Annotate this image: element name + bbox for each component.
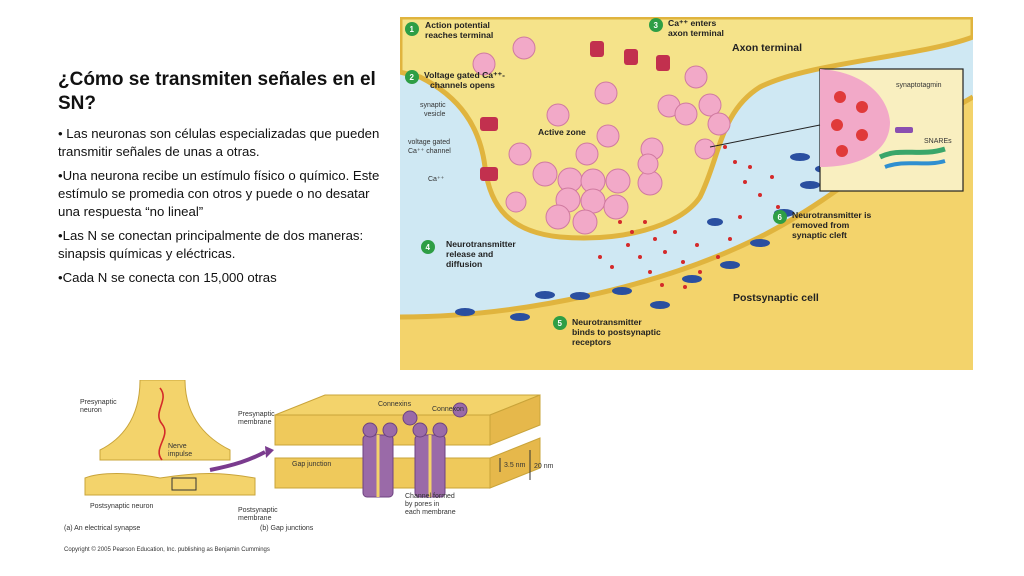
inset-neurotransmitters (831, 91, 868, 157)
step-2-label: 2 Voltage gated Ca⁺⁺- channels opens (405, 70, 505, 90)
step-badge (773, 210, 787, 224)
step-number: 2 (410, 73, 415, 82)
step-text: Neurotransmitter (572, 317, 642, 327)
nerve-impulse-label: Nerve (168, 443, 187, 450)
synaptic-vesicles (472, 36, 731, 235)
step-text: synaptic cleft (792, 230, 847, 240)
step-badge (405, 22, 419, 36)
bullet-item: • Las neuronas son células especializada… (58, 126, 380, 159)
nerve-impulse-label: impulse (168, 451, 192, 458)
bullet-item: •Las N se conectan principalmente de dos… (58, 228, 364, 261)
step-text: Action potential (425, 20, 490, 30)
step-number: 1 (410, 25, 415, 34)
step-text: Neurotransmitter is (792, 210, 871, 220)
postsynaptic-neuron-shape (84, 473, 256, 496)
ca-ion-label: Ca⁺⁺ (428, 176, 445, 183)
step-1-label: 1 Action potential reaches terminal (405, 20, 493, 40)
slide-title: ¿Cómo se transmiten señales en el SN? (58, 69, 376, 114)
step-badge (421, 240, 435, 254)
copyright-text: Copyright © 2005 Pearson Education, Inc.… (64, 546, 270, 553)
step-badge (649, 18, 663, 32)
presynaptic-neuron-label: neuron (80, 407, 102, 414)
step-text: Ca⁺⁺ enters (668, 18, 716, 28)
step-text: diffusion (446, 259, 482, 269)
chemical-synapse-figure: 1 Action potential reaches terminal 2 Vo… (400, 17, 973, 370)
step-text: removed from (792, 220, 850, 230)
nerve-impulse-arrow (158, 387, 166, 461)
connexon-label: Connexon (432, 406, 464, 413)
step-text: reaches terminal (425, 30, 493, 40)
presynaptic-membrane-label: membrane (238, 419, 272, 426)
zoom-arrow (209, 450, 266, 472)
gap-junction-box (171, 477, 197, 491)
postsynaptic-cell-shape (400, 97, 973, 370)
step-badge (553, 316, 567, 330)
gap-width-label: 3.5 nm (504, 462, 526, 469)
step-text: receptors (572, 337, 611, 347)
chemical-synapse-diagram: 1 Action potential reaches terminal 2 Vo… (400, 17, 973, 370)
postsynaptic-membrane-label: membrane (238, 515, 272, 522)
presynaptic-neuron-label: Presynaptic (80, 399, 117, 406)
synaptotagmin-protein (895, 127, 913, 133)
caption-b: (b) Gap junctions (260, 525, 314, 532)
gap-junction-label: Gap junction (292, 461, 331, 468)
step-badge (405, 70, 419, 84)
active-zone-label: Active zone (538, 127, 586, 137)
snares-label: SNAREs (924, 138, 952, 145)
bullet-item: •Cada N se conecta con 15,000 otras (58, 270, 277, 285)
ca-channel-label: voltage gated (408, 139, 450, 146)
step-text: channels opens (430, 80, 495, 90)
ca-channel-label: Ca⁺⁺ channel (408, 148, 451, 155)
total-width-label: 20 nm (534, 463, 554, 470)
step-6-label: 6 Neurotransmitter is removed from synap… (773, 210, 871, 240)
connexins-label: Connexins (378, 401, 412, 408)
step-3-label: 3 Ca⁺⁺ enters axon terminal (649, 18, 724, 38)
snares-protein (878, 146, 946, 160)
postsynaptic-neuron-label: Postsynaptic neuron (90, 503, 154, 510)
step-text: Neurotransmitter (446, 239, 516, 249)
step-5-label: 5 Neurotransmitter binds to postsynaptic… (553, 316, 661, 347)
caption-a: (a) An electrical synapse (64, 525, 140, 532)
synaptic-vesicle-label: vesicle (424, 111, 446, 118)
channel-label: by pores in (405, 501, 439, 508)
electrical-synapse-diagram: Presynaptic neuron Nerve impulse Postsyn… (60, 380, 558, 556)
bullet-list: • Las neuronas son células especializada… (58, 125, 383, 293)
synaptic-vesicle-label: synaptic (420, 102, 446, 109)
step-4-label: 4 Neurotransmitter release and diffusion (421, 239, 516, 269)
postsynaptic-membrane-label: Postsynaptic (238, 507, 278, 514)
synaptotagmin-label: synaptotagmin (896, 82, 942, 89)
step-text: release and (446, 249, 493, 259)
presynaptic-neuron-shape (99, 380, 231, 461)
step-text: Voltage gated Ca⁺⁺- (424, 70, 505, 80)
step-number: 6 (778, 213, 783, 222)
presynaptic-membrane-label: Presynaptic (238, 411, 275, 418)
step-number: 4 (426, 243, 431, 252)
step-text: axon terminal (668, 28, 724, 38)
step-number: 5 (558, 319, 563, 328)
step-number: 3 (654, 21, 659, 30)
postsynaptic-cell-label: Postsynaptic cell (733, 292, 819, 304)
channel-label: Channel formed (405, 493, 455, 500)
axon-terminal-label: Axon terminal (732, 42, 802, 54)
channel-label: each membrane (405, 509, 456, 516)
electrical-synapse-figure: Presynaptic neuron Nerve impulse Postsyn… (60, 380, 558, 556)
bullet-item: •Una neurona recibe un estímulo físico o… (58, 168, 380, 219)
step-text: binds to postsynaptic (572, 327, 661, 337)
postsynaptic-receptors (455, 113, 865, 321)
calcium-channels (480, 41, 670, 181)
